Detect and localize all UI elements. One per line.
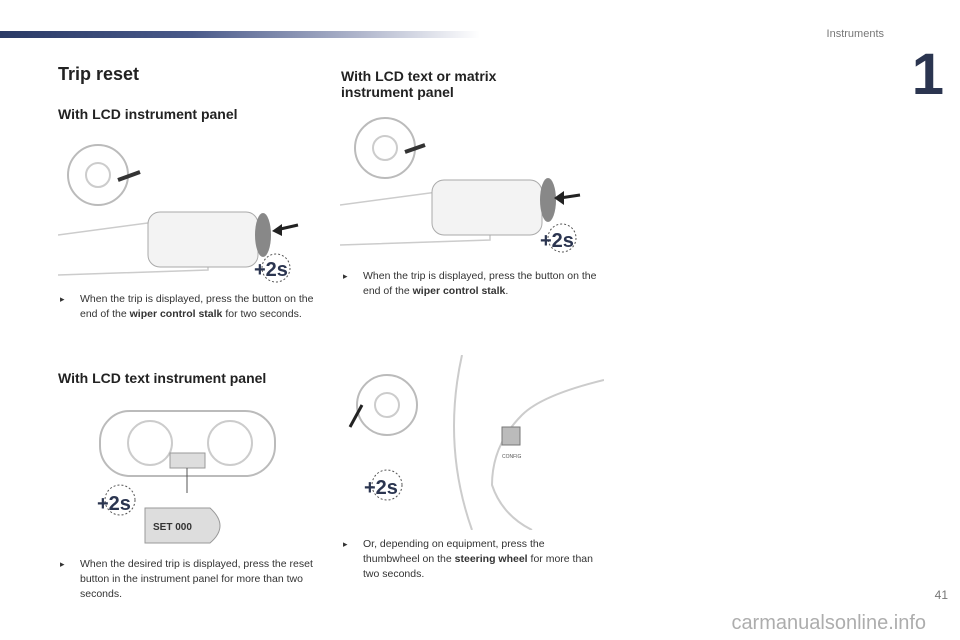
instruction-wheel: ▸ Or, depending on equipment, press the …	[343, 538, 593, 580]
plus-2s-badge: +2s	[364, 469, 403, 501]
heading-matrix: With LCD text or matrix instrument panel	[341, 68, 497, 100]
heading-lcd-text: With LCD text instrument panel	[58, 370, 267, 386]
bullet-icon: ▸	[343, 271, 348, 281]
bullet-icon: ▸	[60, 294, 65, 304]
page-title: Trip reset	[58, 64, 140, 84]
svg-text:CONFIG: CONFIG	[502, 454, 522, 460]
instruction-lcd-text: ▸ When the desired trip is displayed, pr…	[60, 558, 313, 600]
bullet-icon: ▸	[60, 559, 65, 569]
instruction-matrix: ▸ When the trip is displayed, press the …	[343, 270, 597, 297]
heading-lcd: With LCD instrument panel	[58, 106, 238, 122]
steering-wheel-illustration: CONFIG +2s	[348, 355, 604, 530]
page-number: 41	[934, 588, 948, 602]
plus-2s-badge: +2s	[97, 484, 136, 516]
svg-text:+2s: +2s	[540, 230, 574, 252]
instrument-panel-illustration: +2s SET 000	[97, 410, 276, 544]
chapter-number: 1	[911, 42, 944, 107]
plus-2s-badge: +2s	[254, 253, 291, 283]
set-display: SET 000	[153, 522, 192, 533]
header-bar	[0, 31, 480, 38]
watermark: carmanualsonline.info	[731, 612, 926, 634]
bullet-icon: ▸	[343, 539, 348, 549]
svg-text:+2s: +2s	[97, 493, 131, 515]
instruction-lcd: ▸ When the trip is displayed, press the …	[60, 293, 314, 320]
plus-2s-badge: +2s	[540, 223, 577, 253]
svg-text:+2s: +2s	[254, 259, 288, 281]
wiper-stalk-illustration-matrix: +2s	[340, 117, 581, 253]
section-title: Instruments	[826, 28, 884, 40]
wiper-stalk-illustration: +2s	[58, 144, 299, 283]
svg-text:+2s: +2s	[364, 477, 398, 499]
